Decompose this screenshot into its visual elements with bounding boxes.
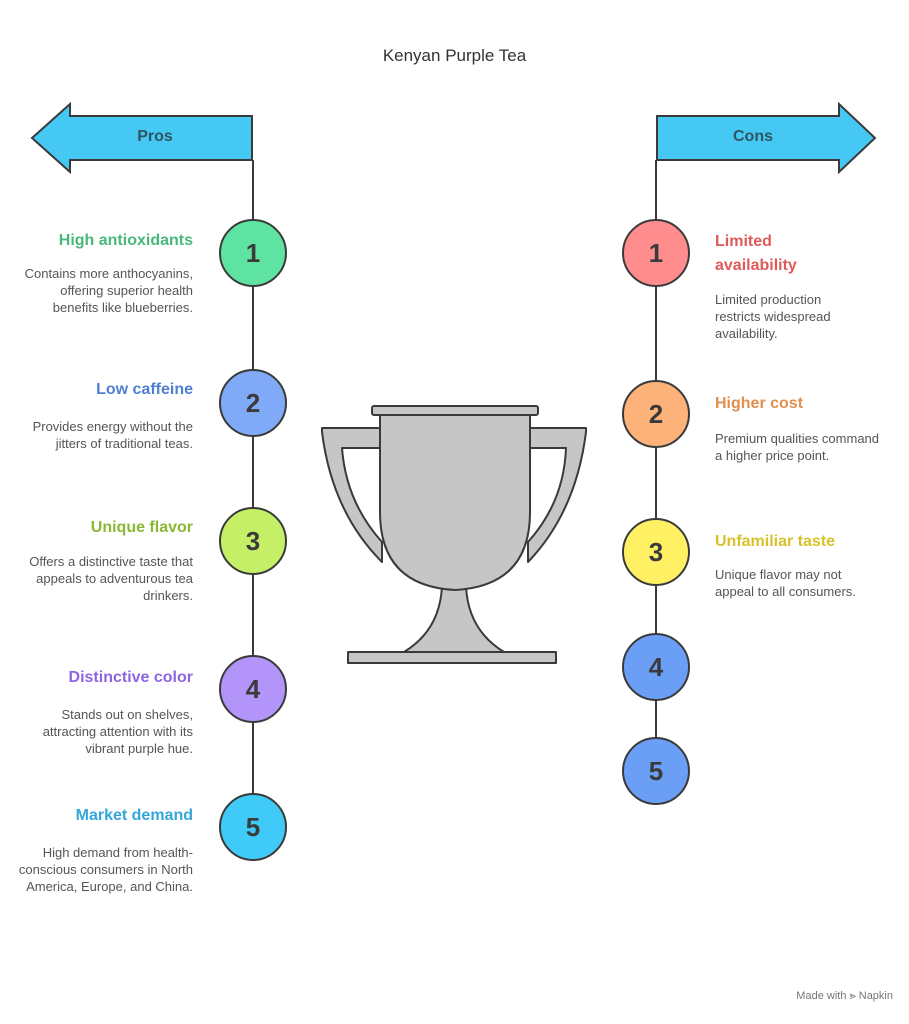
pros-item-title: Distinctive color [68, 669, 193, 686]
pros-item-description: Offers a distinctive taste that appeals … [29, 554, 193, 603]
pros-number-1: 1 [219, 219, 287, 287]
cons-item-description: Limited production restricts widespread … [715, 292, 831, 341]
cons-item-description: Unique flavor may not appeal to all cons… [715, 567, 856, 599]
pros-number-5: 5 [219, 793, 287, 861]
pros-item-description: Stands out on shelves, attracting attent… [42, 707, 193, 756]
cons-number-1: 1 [622, 219, 690, 287]
cons-item-title: Higher cost [715, 395, 804, 412]
pros-item-title: Market demand [75, 807, 193, 824]
cons-connector-line [655, 160, 657, 772]
pros-number-2: 2 [219, 369, 287, 437]
cons-label: Cons [733, 128, 773, 145]
cons-number-5: 5 [622, 737, 690, 805]
cons-arrow-icon [656, 102, 877, 174]
pros-number-3: 3 [219, 507, 287, 575]
pros-connector-line [252, 160, 254, 832]
pros-item-title: Low caffeine [96, 381, 193, 398]
pros-item-title: High antioxidants [58, 232, 193, 249]
cons-number-4: 4 [622, 633, 690, 701]
napkin-credit[interactable]: Made with ⪢ Napkin [796, 990, 893, 1002]
pros-number-4: 4 [219, 655, 287, 723]
cons-item-description: Premium qualities command a higher price… [715, 431, 880, 463]
cons-number-2: 2 [622, 380, 690, 448]
cons-item-title: Limited availability [715, 233, 797, 274]
cons-item-title: Unfamiliar taste [715, 533, 836, 550]
cons-number-3: 3 [622, 518, 690, 586]
trophy-icon [321, 405, 587, 664]
pros-label: Pros [137, 128, 173, 145]
pros-item-description: Contains more anthocyanins, offering sup… [24, 266, 193, 315]
pros-item-description: High demand from health-conscious consum… [18, 845, 193, 894]
pros-arrow-icon [30, 102, 253, 174]
pros-item-title: Unique flavor [90, 519, 193, 536]
pros-item-description: Provides energy without the jitters of t… [32, 419, 193, 451]
page-title: Kenyan Purple Tea [382, 46, 527, 65]
